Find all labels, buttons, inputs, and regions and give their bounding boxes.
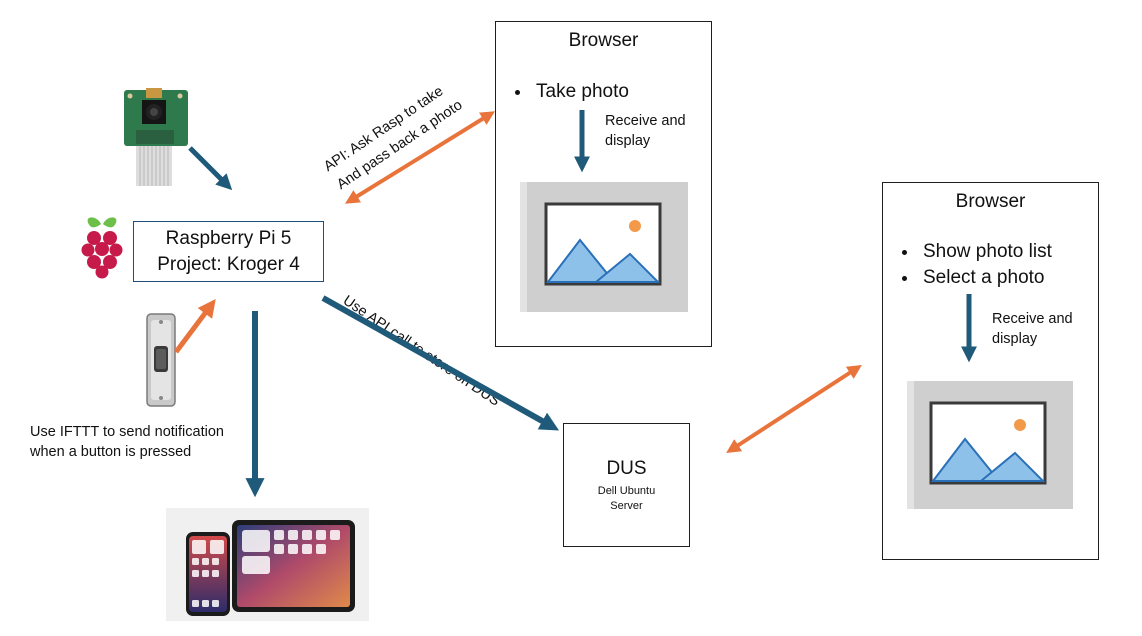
browser-right-caption-line2: display [992, 331, 1038, 347]
dus-browser-arrow [726, 364, 862, 454]
browser-right-window: Browser Show photo list Select a photo R… [882, 182, 1099, 560]
image-placeholder-icon [907, 381, 1073, 509]
raspberry-pi-box: Raspberry Pi 5 Project: Kroger 4 [133, 221, 324, 282]
dus-subtitle-line2: Server [610, 500, 643, 512]
doorbell-button-icon [146, 313, 176, 407]
browser-right-title: Browser [955, 191, 1026, 212]
image-placeholder-icon [520, 182, 688, 312]
dus-subtitle-line1: Dell Ubuntu [597, 485, 656, 497]
pi-browser-api-arrow [344, 111, 496, 204]
list-item-take-photo: Take photo [532, 79, 629, 105]
doorbell-to-pi-arrow [174, 299, 216, 354]
list-item-show-photo-list: Show photo list [919, 239, 1052, 265]
phone-and-tablet-icon [166, 508, 369, 621]
camera-module-icon [124, 88, 188, 186]
camera-to-pi-arrow [188, 146, 233, 191]
browser-right-list: Show photo list Select a photo [901, 239, 1052, 291]
project-name: Project: Kroger 4 [157, 254, 300, 275]
raspberry-pi-title: Raspberry Pi 5 [165, 228, 292, 249]
browser-left-caption-line2: display [605, 133, 651, 149]
raspberry-pi-logo-icon [81, 217, 123, 279]
browser-left-list: Take photo [514, 79, 629, 105]
browser-left-window: Browser Take photo Receive and display [495, 21, 712, 347]
dus-server-box: DUS Dell Ubuntu Server [563, 423, 690, 547]
ifttt-label-line1: Use IFTTT to send notification [30, 424, 224, 440]
pi-to-dus-arrow [321, 295, 560, 431]
browser-left-title: Browser [568, 30, 639, 51]
browser-left-caption-line1: Receive and [605, 113, 686, 129]
ifttt-label-line2: when a button is pressed [30, 444, 192, 460]
dus-title: DUS [606, 458, 647, 479]
browser-right-caption-line1: Receive and [992, 311, 1073, 327]
list-item-select-photo: Select a photo [919, 265, 1052, 291]
